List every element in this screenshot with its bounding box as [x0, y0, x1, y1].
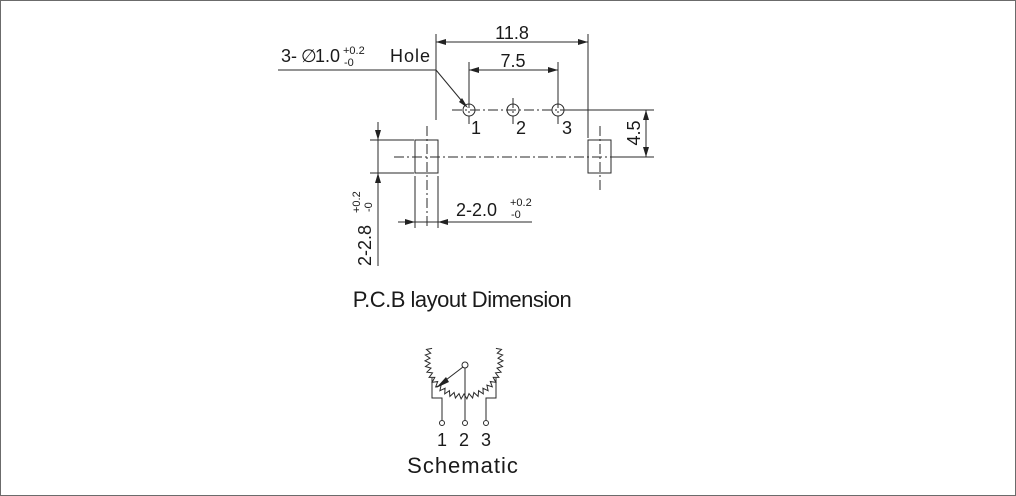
- arrow: [436, 39, 446, 45]
- slot-width-tol-plus: +0.2: [510, 197, 532, 209]
- arrow: [469, 67, 479, 73]
- slot-length-label: 2-2.8: [355, 225, 375, 266]
- arrow: [643, 110, 649, 120]
- lead-pin-3: [485, 378, 497, 420]
- terminal-1: [439, 420, 445, 426]
- pin-label-2: 2: [516, 118, 526, 138]
- arrow: [375, 130, 381, 140]
- terminal-2: [462, 420, 468, 426]
- overall-width-label: 11.8: [495, 23, 529, 43]
- arrow: [438, 219, 448, 225]
- arrow: [405, 219, 415, 225]
- hole-callout-prefix: 3-: [281, 46, 297, 66]
- resistor-body-serrated-arc: [423, 347, 505, 401]
- diameter-symbol: ∅: [301, 46, 317, 66]
- pin-label-1: 1: [471, 118, 481, 138]
- hole-word: Hole: [390, 46, 431, 66]
- arrow: [375, 173, 381, 183]
- hole-tol-plus: +0.2: [343, 45, 365, 57]
- slot-width-label: 2-2.0: [456, 200, 497, 220]
- arrow: [548, 67, 558, 73]
- lead-pin-1: [431, 378, 443, 420]
- offset-label: 4.5: [624, 120, 644, 145]
- pin-span-label: 7.5: [500, 51, 525, 71]
- slot-length-tol-minus: -0: [363, 202, 375, 212]
- pin-label-3: 3: [562, 118, 572, 138]
- arrow: [578, 39, 588, 45]
- schematic-pin-1: 1: [437, 430, 447, 450]
- schematic-pin-2: 2: [459, 430, 469, 450]
- schematic-title: Schematic: [407, 453, 519, 478]
- wiper-arrow: [436, 377, 449, 388]
- hole-tol-minus: -0: [344, 57, 354, 69]
- arrow: [643, 147, 649, 157]
- pcb-title: P.C.B layout Dimension: [353, 287, 572, 312]
- slot-length-tol-plus: +0.2: [351, 191, 363, 213]
- schematic-pin-3: 3: [481, 430, 491, 450]
- hole-diameter-value: 1.0: [315, 46, 340, 66]
- slot-width-tol-minus: -0: [511, 209, 521, 221]
- terminal-3: [483, 420, 489, 426]
